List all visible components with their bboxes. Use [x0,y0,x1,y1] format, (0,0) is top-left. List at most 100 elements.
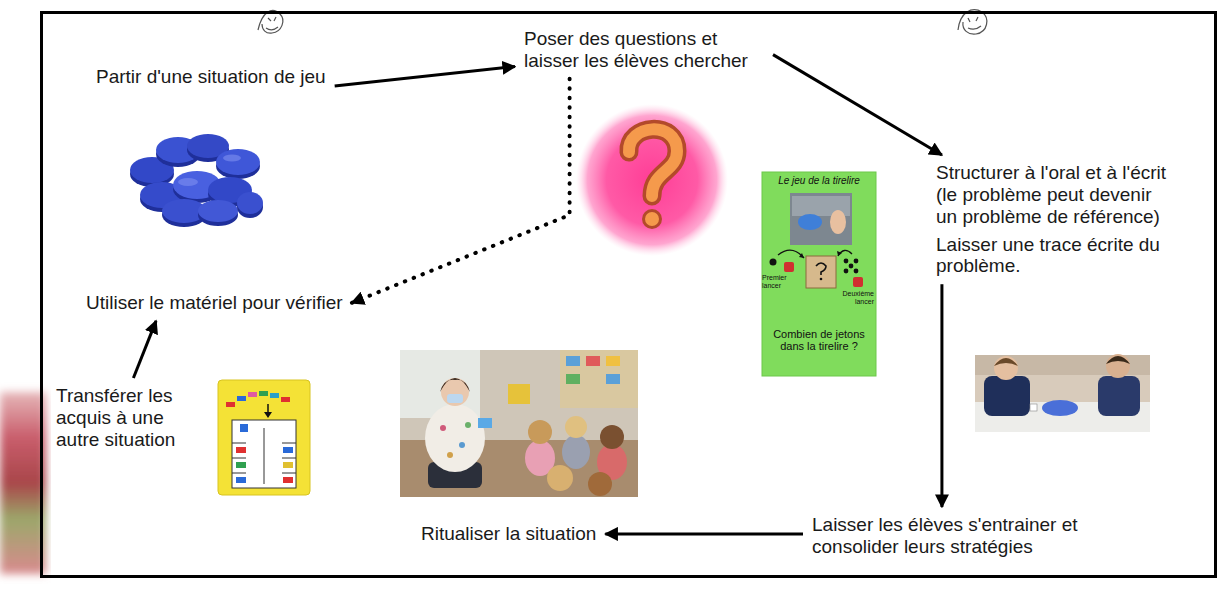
children-photo [994,356,1018,380]
classroom-photo [400,350,638,497]
classroom-photo [447,394,463,403]
parking-card [232,420,296,488]
parking-card [237,396,246,401]
classroom-photo [547,465,573,491]
reference-poster [820,278,823,281]
children-photo [1106,356,1130,364]
question-mark-icon [645,212,659,226]
diagram-frame [42,13,1216,577]
blurred-strip [0,392,46,574]
step-node: Partir d'une situation de jeu [92,64,330,90]
children-photo [1098,376,1140,416]
children-photo [1106,354,1130,378]
reference-poster [838,250,852,256]
dotted-arrow [352,79,570,303]
blue-tokens [223,155,241,162]
reference-poster [854,269,859,274]
blue-tokens [178,178,198,186]
parking-card [226,402,235,407]
children-photo [1030,404,1037,411]
reference-poster [837,251,842,256]
classroom-photo [606,356,620,366]
flow-arrow [773,55,942,155]
classroom-photo [606,374,620,384]
reference-poster [816,263,826,275]
reference-poster [762,172,876,376]
children-photo [984,376,1030,416]
parking-card [248,392,257,397]
flow-arrow [133,321,156,378]
question-mark-icon [642,209,662,229]
step-node: Transférer les acquis à une autre situat… [52,383,200,453]
poster-label: Combien de jetons dans la tirelire ? [764,328,874,352]
classroom-photo [528,420,552,444]
children-photo [975,354,1150,432]
step-text: Laisser une trace écrite du problème. [936,234,1176,278]
reference-poster [830,210,846,234]
blue-tokens [198,200,238,222]
reference-poster [798,214,822,230]
blue-tokens [237,192,263,214]
step-text: Partir d'une situation de jeu [96,66,326,88]
classroom-photo [441,378,469,406]
classroom-photo [478,418,492,428]
reference-poster [762,172,876,376]
step-node: Ritualiser la situation [417,521,600,547]
blurred-strip [0,392,46,574]
question-mark-icon [576,104,728,256]
parking-card [283,447,293,453]
classroom-photo [560,350,638,408]
classroom-photo [600,425,624,449]
classroom-photo [465,422,471,428]
reference-poster [790,193,852,245]
reference-poster [844,259,849,264]
step-text: Structurer à l'oral et à l'écrit (le pro… [936,162,1176,228]
flow-arrow [940,284,943,507]
poster-label: Deuxième lancer [838,290,874,305]
classroom-photo [459,442,465,448]
reference-poster [770,259,777,266]
parking-card [283,462,293,468]
classroom-photo [447,452,453,458]
sketch-doodle [968,17,981,29]
step-node: Laisser les élèves s'entrainer et consol… [808,512,1106,560]
question-mark-icon [629,129,677,196]
reference-poster [854,259,859,264]
parking-card [283,477,293,483]
parking-card [218,380,310,495]
parking-card [281,397,290,402]
reference-poster [853,277,863,287]
step-text: Transférer les acquis à une autre situat… [56,385,196,451]
reference-poster [784,262,794,272]
blue-tokens [130,134,263,227]
step-text: Utiliser le matériel pour vérifier [86,292,343,314]
children-photo [1042,400,1078,416]
classroom-photo [508,384,530,404]
children-photo [975,355,1150,432]
step-node: Utiliser le matériel pour vérifier [82,290,347,316]
parking-card [218,380,310,495]
classroom-photo [562,435,590,469]
classroom-photo [588,472,612,496]
parking-card [236,447,246,453]
question-mark-icon [629,129,677,196]
step-node: Structurer à l'oral et à l'écrit (le pro… [932,160,1180,279]
step-text: Ritualiser la situation [421,523,596,545]
classroom-photo [565,416,587,438]
reference-poster [778,250,804,258]
step-text: Laisser les élèves s'entrainer et consol… [812,514,1102,558]
parking-card [236,462,246,468]
reference-poster [849,264,854,269]
poster-label: Premier lancer [762,274,792,289]
reference-poster [806,256,836,288]
parking-card [264,412,272,418]
classroom-photo [400,350,638,497]
reference-poster [844,269,849,274]
parking-card [232,428,296,484]
step-node: Poser des questions et laisser les élève… [520,26,768,74]
classroom-photo [425,404,485,472]
poster-label: Le jeu de la tirelire [764,175,874,186]
